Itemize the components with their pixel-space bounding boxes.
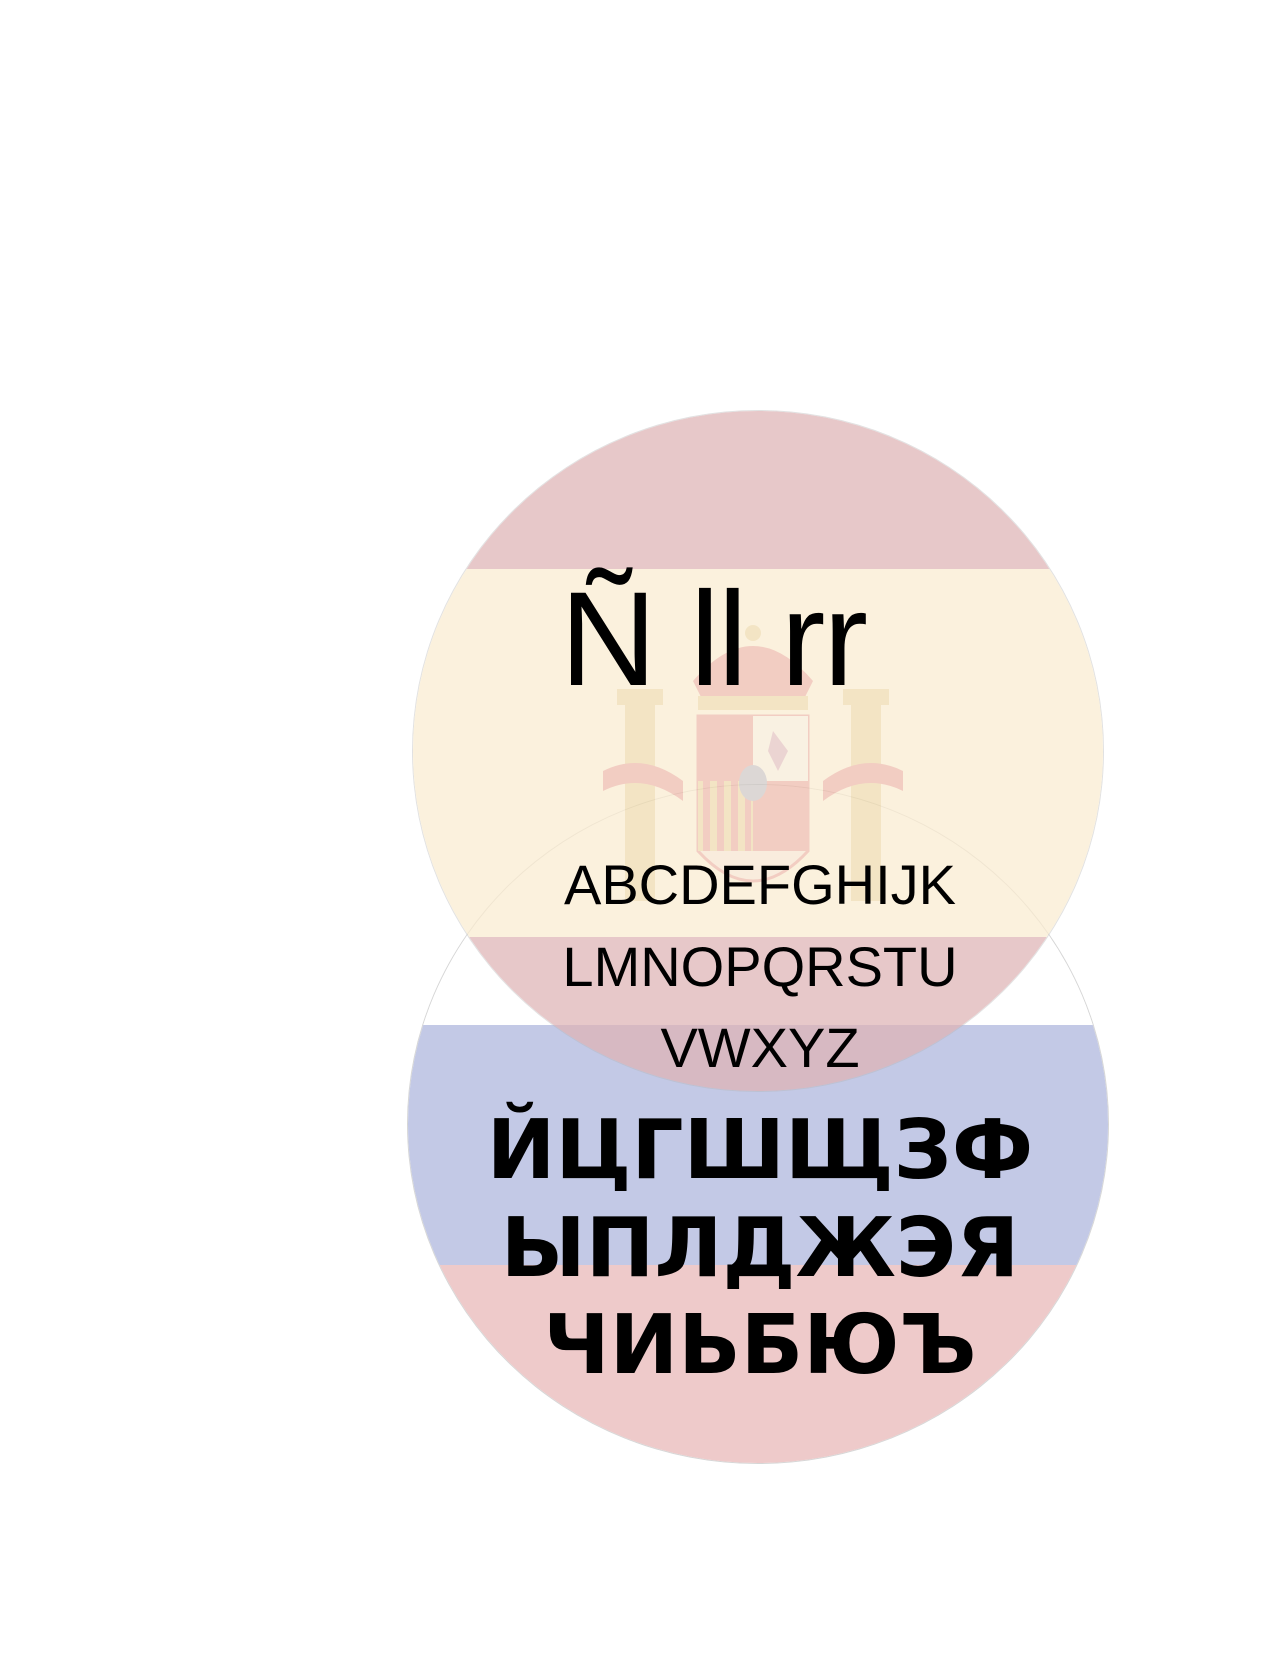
latin-alphabet-row-3: VWXYZ bbox=[660, 1016, 860, 1079]
spanish-flag-red-stripe-top bbox=[413, 411, 1103, 569]
spanish-flag-red-stripe-bottom bbox=[413, 937, 1103, 1091]
spanish-flag-yellow-stripe bbox=[413, 569, 1103, 937]
spanish-flag-circle bbox=[413, 411, 1103, 1091]
latin-alphabet-row-1: ABCDEFGHIJK bbox=[563, 853, 957, 916]
cyrillic-letters-row-2: ЫПЛДЖЭЯ bbox=[500, 1201, 1020, 1296]
coat-of-arms-icon bbox=[603, 625, 903, 901]
cyrillic-letters-row-3: ЧИЬБЮЪ bbox=[543, 1298, 977, 1393]
latin-alphabet-row-2: LMNOPQRSTU bbox=[562, 935, 958, 998]
spanish-special-letters: Ñ ll rr bbox=[560, 565, 868, 714]
cyrillic-letters-row-1: ЙЦГШЩЗФ bbox=[486, 1103, 1034, 1198]
russian-flag-red-stripe bbox=[408, 1265, 1108, 1463]
